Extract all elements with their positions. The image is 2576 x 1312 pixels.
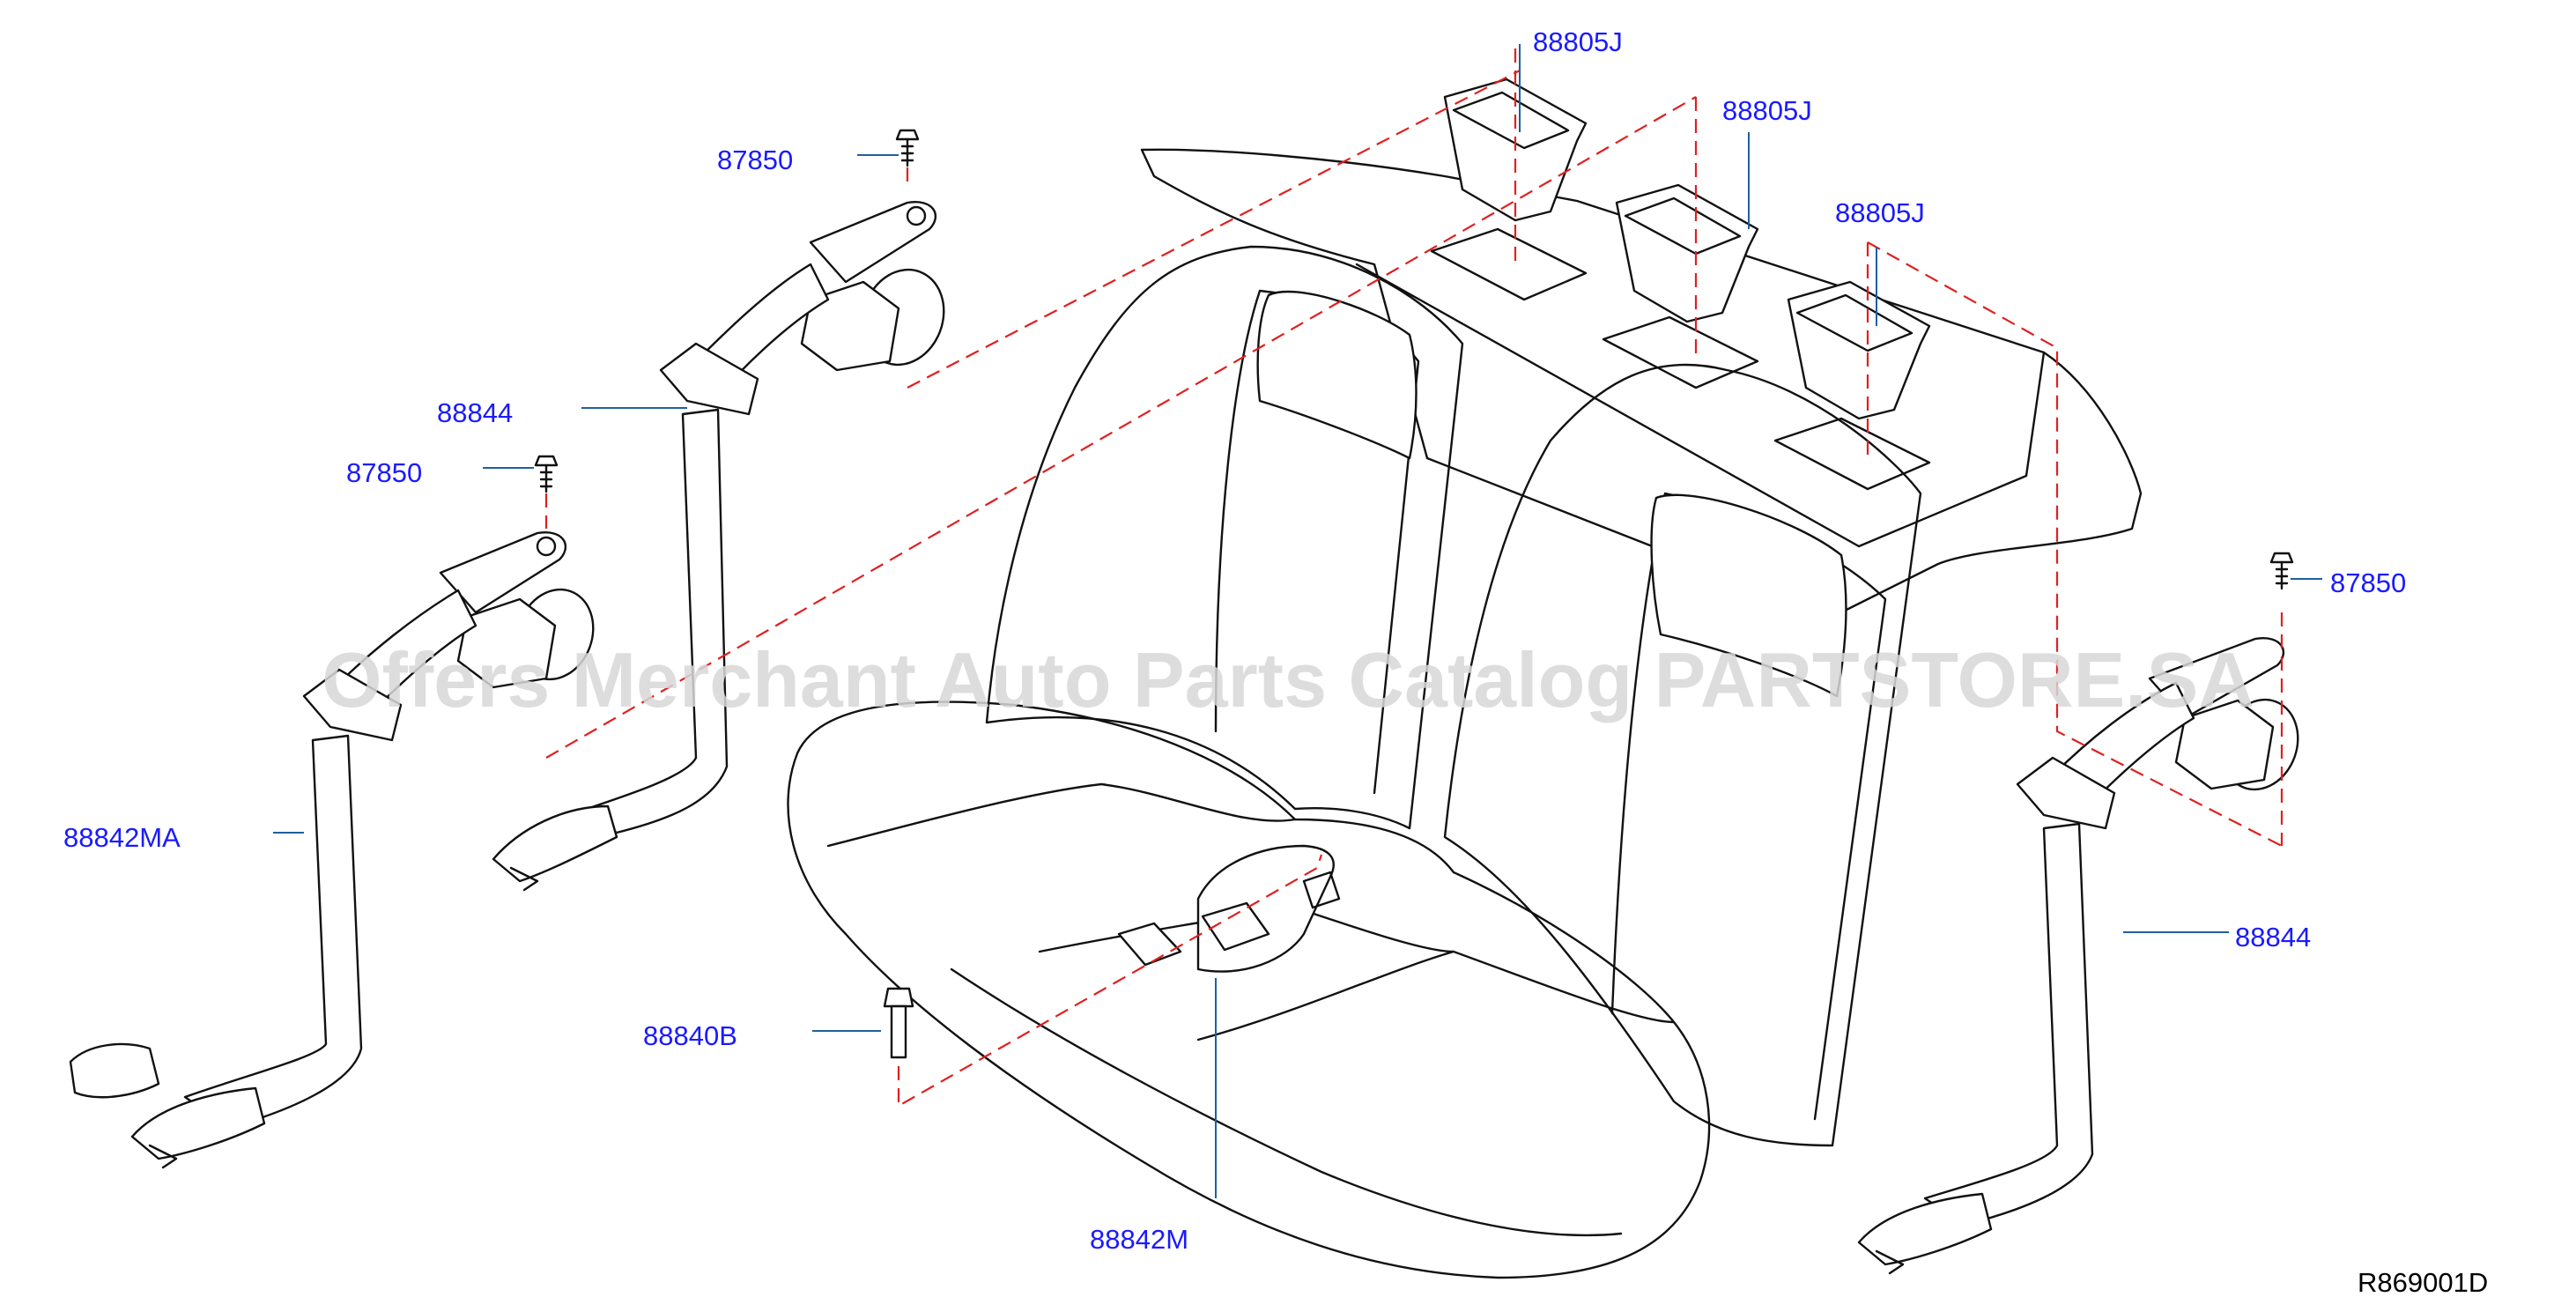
lower-anchor-upper — [492, 804, 618, 883]
seat-cushion — [787, 700, 1711, 1279]
label-88805J-a[interactable]: 88805J — [1533, 26, 1623, 57]
seat-cushion-front — [950, 967, 1623, 1237]
bolt-87850-c — [2269, 552, 2294, 590]
belt-guide-right — [2016, 756, 2116, 830]
belt-strap-right — [1923, 822, 2094, 1227]
retractor-body-lower — [456, 597, 557, 689]
lower-anchor-plate — [439, 531, 567, 614]
label-88844-left[interactable]: 88844 — [437, 397, 513, 428]
belt-strap-lower — [183, 734, 363, 1130]
buckle-tongue — [1117, 922, 1182, 967]
lower-bolt-upper — [509, 866, 539, 892]
bolt-87850-b — [534, 455, 559, 493]
upper-anchor-plate — [809, 201, 937, 284]
buckle-body — [1201, 901, 1270, 952]
seatback-right — [1443, 363, 1922, 1147]
part-labels: 88805J 88805J 88805J 87850 87850 87850 8… — [63, 26, 2406, 1255]
left-lower-belt-drawing — [69, 531, 595, 1169]
bolts-drawing — [534, 129, 2294, 1059]
seatback-left — [985, 245, 1464, 830]
right-belt-drawing — [1857, 637, 2299, 1275]
parcel-shelf — [1140, 148, 2143, 619]
belt-strap-upper — [580, 408, 729, 834]
bolt-87850-a — [895, 129, 920, 167]
shelf-front-edge — [1355, 263, 2046, 548]
upper-anchor-hole — [906, 205, 927, 226]
diagram-code: R869001D — [2358, 1267, 2488, 1298]
center-buckle-drawing — [1117, 844, 1341, 973]
lower-anchor-right — [1857, 1192, 1993, 1266]
tray-box-1 — [1430, 78, 1588, 301]
leader-lines — [273, 44, 2322, 1198]
tray-box-2 — [1602, 183, 1759, 389]
label-87850-c[interactable]: 87850 — [2330, 567, 2406, 598]
left-upper-belt-drawing — [492, 201, 945, 892]
label-88842MA[interactable]: 88842MA — [63, 822, 181, 853]
lower-anchor-buckle — [69, 1042, 160, 1099]
headrest-left — [1256, 290, 1418, 460]
lower-anchor-lower — [130, 1086, 266, 1160]
label-88844-right[interactable]: 88844 — [2235, 922, 2311, 952]
retractor-body-upper — [800, 280, 900, 372]
retractor-body-right — [2174, 699, 2275, 790]
buckle-strap — [1196, 844, 1335, 973]
lower-anchor-hole — [536, 536, 557, 557]
label-88805J-c[interactable]: 88805J — [1835, 197, 1925, 228]
label-88842M[interactable]: 88842M — [1090, 1224, 1188, 1255]
installation-dash-lines — [544, 48, 2284, 1108]
lower-bolt-lower — [148, 1144, 178, 1169]
tray-box-3 — [1773, 280, 1931, 491]
label-87850-b[interactable]: 87850 — [346, 457, 422, 488]
tray-boxes-drawing — [1430, 78, 1931, 491]
label-87850-a[interactable]: 87850 — [717, 145, 793, 175]
lower-bolt-right — [1875, 1249, 1905, 1275]
rear-seat-drawing — [787, 148, 2143, 1279]
headrest-right — [1650, 493, 1847, 698]
label-88805J-b[interactable]: 88805J — [1722, 95, 1812, 126]
buckle-anchor — [1302, 871, 1341, 909]
bolt-88840B — [883, 987, 914, 1059]
belt-guide-lower — [302, 668, 403, 742]
watermark-text: Offers Merchant Auto Parts Catalog PARTS… — [322, 636, 2254, 723]
belt-guide-upper — [659, 342, 759, 416]
label-88840B[interactable]: 88840B — [643, 1020, 737, 1051]
